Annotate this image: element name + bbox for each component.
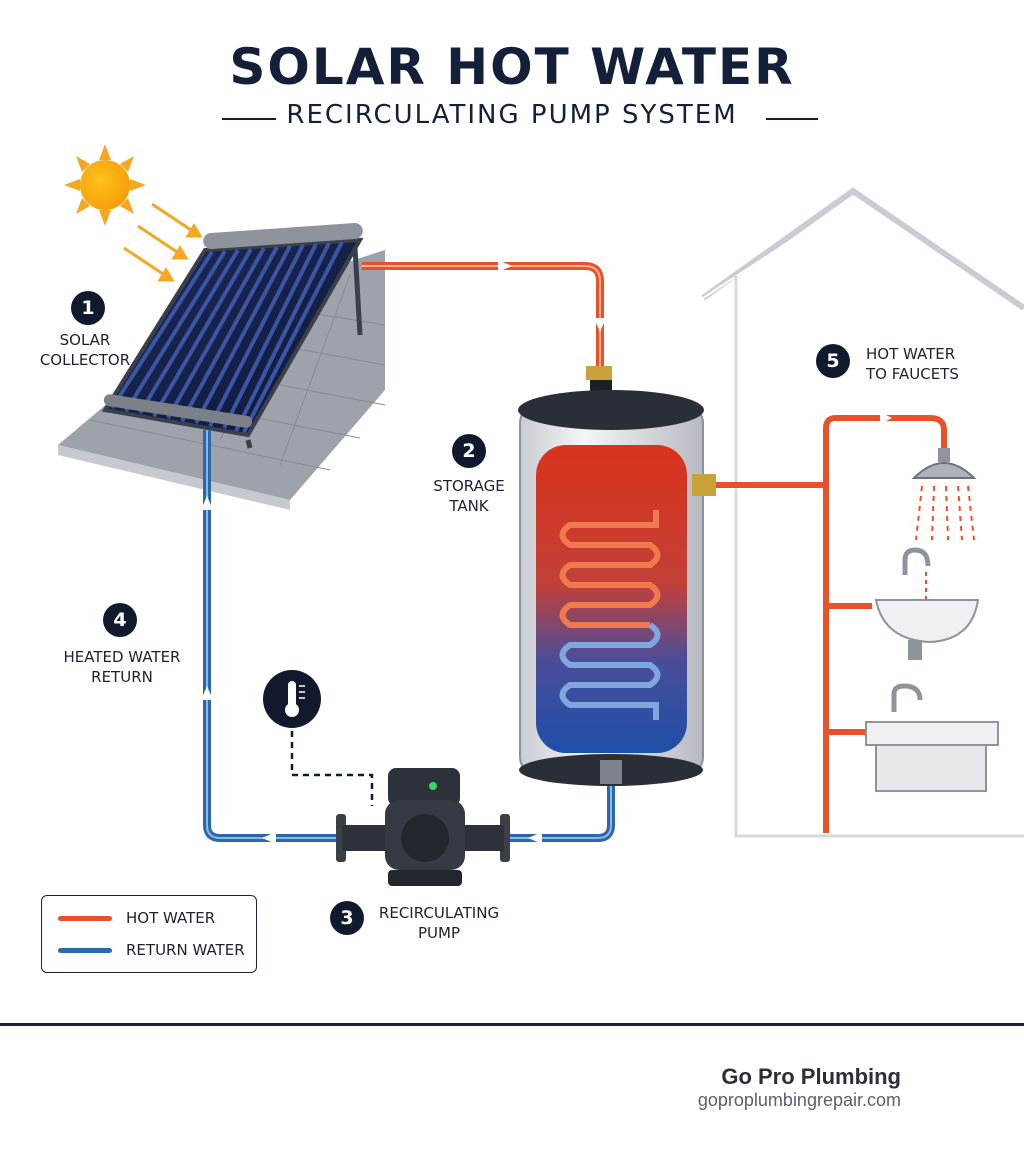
thermometer-icon [263,670,374,806]
brand-url[interactable]: goproplumbingrepair.com [697,1090,901,1110]
label-hot-water-faucets: HOT WATER TO FAUCETS [866,344,986,384]
label-hot-water-faucets-line2: TO FAUCETS [866,365,959,383]
label-heated-water-return-line1: HEATED WATER [63,648,181,666]
subtitle-rule-left [222,118,276,120]
badge-heated-water-return: 4 [103,603,137,637]
legend-swatch-hot [58,916,112,921]
label-solar-collector-line1: SOLAR [59,331,111,349]
utility-sink-icon [865,683,999,792]
return-pipe [201,430,615,844]
page-subtitle: RECIRCULATING PUMP SYSTEM [286,100,738,130]
subtitle-wrap: RECIRCULATING PUMP SYSTEM [0,100,1024,130]
legend-swatch-return [58,948,112,953]
label-storage-tank-line2: TANK [449,497,489,515]
storage-tank [518,366,716,786]
label-recirculating-pump-line1: RECIRCULATING [378,904,500,922]
shower-head-icon [911,448,977,541]
legend: HOT WATER RETURN WATER [41,895,257,973]
hot-supply-pipe [362,260,606,368]
solar-collector [101,222,364,449]
label-solar-collector: SOLAR COLLECTOR [30,330,140,370]
label-storage-tank: STORAGE TANK [414,476,524,516]
brand-name: Go Pro Plumbing [721,1064,901,1089]
label-hot-water-faucets-line1: HOT WATER [866,345,956,363]
label-heated-water-return-line2: RETURN [91,668,153,686]
house-outline [701,187,1024,838]
label-recirculating-pump-line2: PUMP [417,924,460,942]
label-heated-water-return: HEATED WATER RETURN [52,647,192,687]
footer-divider [0,1023,1024,1026]
badge-storage-tank: 2 [452,434,486,468]
sun-icon [64,144,146,226]
legend-label-hot: HOT WATER [126,909,216,927]
label-solar-collector-line2: COLLECTOR [39,351,131,369]
badge-hot-water-faucets: 5 [816,344,850,378]
label-recirculating-pump: RECIRCULATING PUMP [364,903,514,943]
sink-faucet-icon [874,547,980,660]
badge-recirculating-pump: 3 [330,901,364,935]
sun-ray-arrows [123,202,203,282]
badge-solar-collector: 1 [71,291,105,325]
subtitle-rule-right [766,118,818,120]
recirculating-pump-icon [336,768,510,886]
heat-exchanger-coil [559,510,661,720]
label-storage-tank-line1: STORAGE [433,477,505,495]
legend-label-return: RETURN WATER [126,941,245,959]
page-title: SOLAR HOT WATER [229,38,795,96]
faucet-supply-pipe [716,412,947,833]
